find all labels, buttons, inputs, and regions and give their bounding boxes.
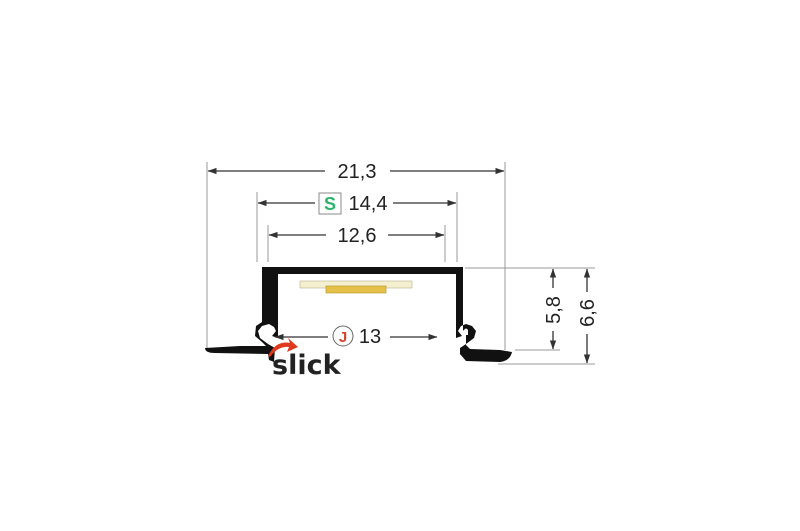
mount-badge bbox=[332, 325, 354, 347]
total-height-label: 6,6 bbox=[577, 299, 599, 327]
profile-inner-edge-right bbox=[464, 328, 468, 335]
dimension-inner-width: 12,6 bbox=[268, 225, 445, 247]
dimension-total-height: 6,6 bbox=[577, 268, 599, 364]
dimension-diffuser-width: S 14,4 bbox=[257, 192, 457, 215]
total-width-label: 21,3 bbox=[338, 161, 377, 183]
mount-code: J bbox=[339, 329, 347, 346]
slick-logo: slick bbox=[268, 338, 342, 381]
dimension-total-width: 21,3 bbox=[207, 161, 505, 183]
inner-height-label: 5,8 bbox=[543, 296, 565, 324]
diffuser-code: S bbox=[324, 194, 336, 214]
dimension-inner-height: 5,8 bbox=[543, 268, 565, 350]
extension-lines bbox=[206, 162, 595, 365]
logo-text: slick bbox=[272, 350, 342, 381]
diffuser-width-label: 14,4 bbox=[349, 193, 388, 215]
logo-arrow-icon bbox=[268, 338, 298, 357]
inner-width-label: 12,6 bbox=[338, 225, 377, 247]
mount-width-label: 13 bbox=[359, 326, 381, 348]
led-chip bbox=[325, 285, 387, 294]
diffuser-badge bbox=[318, 192, 342, 215]
dimension-mount-width: J 13 bbox=[274, 325, 438, 348]
profile-inner-edge-left bbox=[268, 328, 272, 335]
aluminium-profile bbox=[205, 267, 512, 362]
